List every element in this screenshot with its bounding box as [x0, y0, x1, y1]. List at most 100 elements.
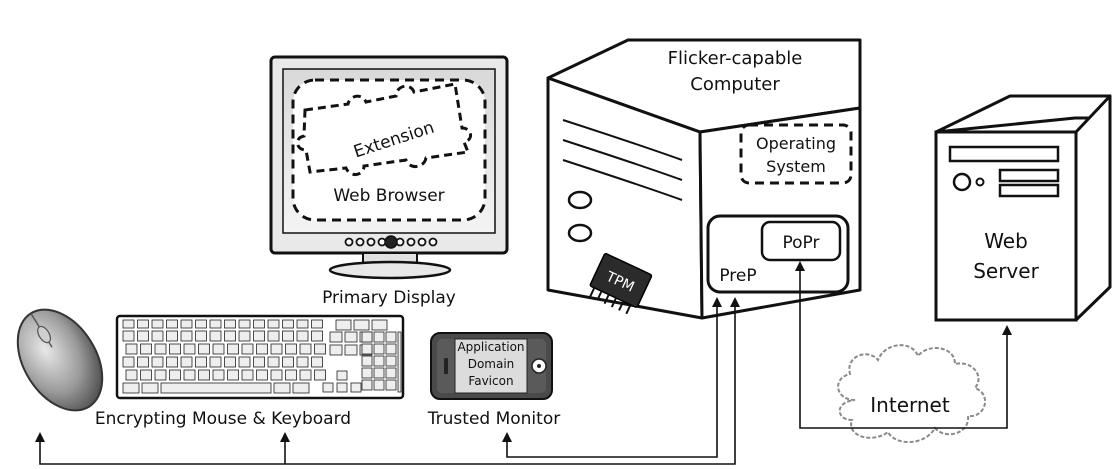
operating-system-box	[739, 123, 853, 185]
keyboard-key	[209, 356, 222, 368]
keyboard-key	[227, 369, 239, 381]
keyboard-key	[198, 343, 210, 355]
keyboard-key	[336, 370, 348, 381]
bus-line	[35, 297, 740, 465]
keyboard-key	[273, 382, 291, 394]
keyboard-key	[241, 369, 254, 381]
keyboard-key	[224, 356, 236, 368]
os-label-line1: Operating	[756, 134, 836, 153]
keyboard-key	[270, 343, 283, 355]
keyboard-key	[353, 319, 370, 331]
keyboard-key	[183, 343, 196, 355]
tm-line3: Favicon	[468, 374, 513, 388]
server-label-line1: Web	[984, 229, 1028, 253]
keyboard-key	[154, 343, 167, 355]
internet-cloud-icon	[837, 344, 986, 444]
computer-button-bottom	[567, 223, 593, 243]
keyboard-key	[209, 319, 222, 329]
keyboard-key	[285, 343, 297, 355]
keyboard-key	[314, 369, 326, 381]
keyboard-key	[140, 343, 152, 355]
keyboard-key	[335, 319, 352, 331]
keyboard-key	[314, 343, 326, 355]
keyboard-key	[166, 319, 178, 329]
keyboard-key	[238, 356, 251, 368]
keyboard-icon	[115, 314, 405, 400]
keyboard-key	[253, 319, 265, 329]
keyboard-key	[180, 356, 193, 368]
keyboard-key	[151, 330, 164, 342]
trusted-monitor-label: Trusted Monitor	[427, 409, 560, 429]
computer-title-line1: Flicker-capable	[668, 48, 803, 69]
keyboard-key	[282, 330, 294, 342]
keyboard-key	[336, 382, 348, 393]
keyboard-key	[373, 343, 385, 355]
keyboard-key	[227, 343, 239, 355]
keyboard-key	[296, 319, 309, 329]
keyboard-key	[296, 356, 309, 368]
keyboard-key	[385, 331, 397, 343]
popr-label: PoPr	[783, 233, 820, 253]
keyboard-key	[209, 330, 222, 342]
trusted-monitor-connector	[502, 297, 722, 458]
keyboard-key	[361, 379, 373, 391]
primary-display-label: Primary Display	[322, 288, 456, 308]
keyboard-key	[361, 367, 373, 379]
keyboard-key	[141, 382, 159, 394]
keyboard-key	[385, 343, 397, 355]
keyboard-key	[253, 356, 265, 368]
primary-display-monitor: Extension Web Browser	[269, 55, 509, 280]
keyboard-key	[151, 356, 164, 368]
computer-title-line2: Computer	[690, 74, 780, 95]
keyboard-key	[198, 369, 210, 381]
keyboard-key	[195, 319, 207, 329]
keyboard-key	[311, 356, 323, 368]
tm-line1: Application	[457, 340, 524, 354]
keyboard-key	[154, 369, 167, 381]
keyboard-key	[241, 343, 254, 355]
keyboard-key	[122, 330, 135, 342]
popr-internet-connector	[795, 261, 1012, 429]
keyboard-key	[329, 331, 343, 343]
keyboard-key	[385, 355, 397, 367]
popr-box	[760, 220, 842, 262]
keyboard-key	[166, 356, 178, 368]
keyboard-key	[292, 382, 310, 394]
keyboard-key	[137, 330, 149, 342]
keyboard-key	[361, 343, 373, 355]
mouse-icon	[16, 308, 104, 412]
tm-line2: Domain	[468, 357, 515, 371]
keyboard-key	[212, 343, 225, 355]
keyboard-key	[183, 369, 196, 381]
power-button-icon	[384, 235, 398, 249]
server-label-line2: Server	[973, 259, 1039, 283]
keyboard-key	[373, 367, 385, 379]
keyboard-key	[344, 331, 358, 343]
keyboard-key	[344, 344, 358, 356]
keyboard-key	[385, 379, 397, 391]
keyboard-key	[373, 331, 385, 343]
computer-button-top	[567, 190, 593, 210]
keyboard-key	[122, 319, 135, 329]
trusted-monitor-device: Application Domain Favicon	[430, 332, 553, 400]
os-label-line2: System	[766, 157, 826, 176]
extension-puzzle-icon	[296, 82, 472, 176]
keyboard-key	[166, 330, 178, 342]
input-devices-label: Encrypting Mouse & Keyboard	[95, 409, 351, 429]
keyboard-key	[371, 319, 388, 331]
internet-label: Internet	[870, 393, 950, 417]
keyboard-key	[238, 330, 251, 342]
keyboard-key	[224, 330, 236, 342]
keyboard-key	[329, 344, 343, 356]
keyboard-key	[195, 330, 207, 342]
prep-label: PreP	[719, 266, 756, 286]
keyboard-key	[160, 382, 272, 394]
keyboard-key	[253, 330, 265, 342]
keyboard-key	[373, 379, 385, 391]
keyboard-key	[361, 331, 373, 343]
keyboard-key	[270, 369, 283, 381]
keyboard-key	[224, 319, 236, 329]
keyboard-key	[267, 319, 280, 329]
keyboard-key	[137, 356, 149, 368]
